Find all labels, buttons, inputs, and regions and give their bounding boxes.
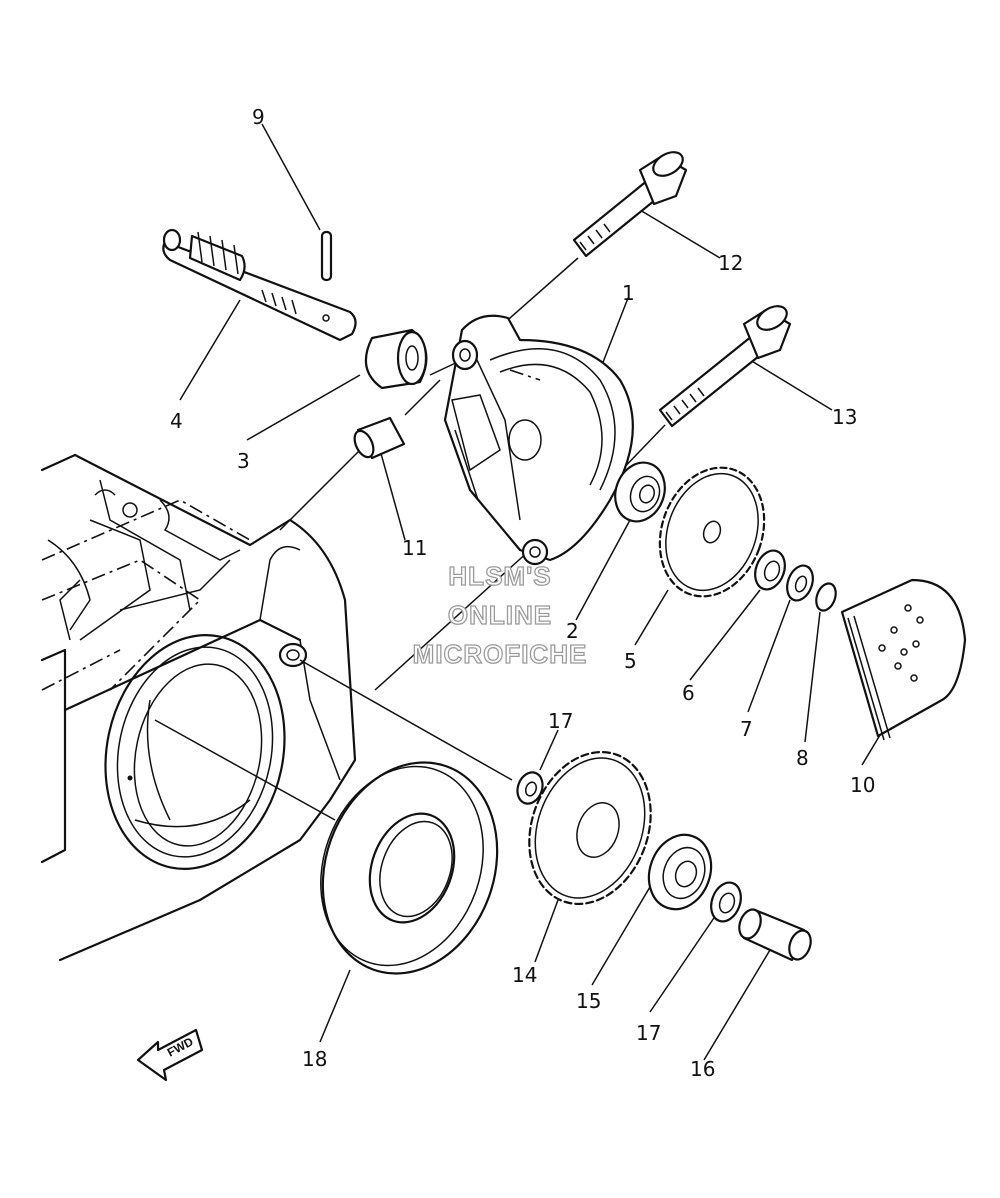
part-1-housing bbox=[443, 314, 634, 566]
watermark-line-1: HLSM'S bbox=[448, 561, 551, 591]
part-6-bearing bbox=[754, 549, 786, 591]
part-15-bearing bbox=[647, 833, 713, 911]
crankcase bbox=[40, 453, 357, 962]
callout-8: 8 bbox=[796, 746, 809, 770]
callout-9: 9 bbox=[252, 105, 265, 129]
watermark-line-2: ONLINE bbox=[448, 600, 552, 630]
callout-5: 5 bbox=[624, 649, 637, 673]
callout-7: 7 bbox=[740, 717, 753, 741]
part-18-seal bbox=[320, 761, 499, 975]
callout-6: 6 bbox=[682, 681, 695, 705]
callout-17-bottom: 17 bbox=[636, 1021, 661, 1045]
callout-16: 16 bbox=[690, 1057, 715, 1081]
watermark: HLSM'S ONLINE MICROFICHE bbox=[412, 560, 588, 669]
part-9-pin bbox=[320, 230, 333, 282]
part-4-shaft bbox=[162, 228, 357, 342]
part-17-washer-bottom bbox=[710, 881, 742, 923]
part-14-gear bbox=[528, 750, 652, 906]
callout-4: 4 bbox=[170, 409, 183, 433]
fwd-arrow-icon: FWD bbox=[136, 1028, 204, 1082]
callout-2: 2 bbox=[566, 619, 579, 643]
callout-12: 12 bbox=[718, 251, 743, 275]
part-17-washer-top bbox=[516, 771, 544, 805]
callout-11: 11 bbox=[402, 536, 427, 560]
part-8-circlip bbox=[815, 582, 837, 612]
part-13-bolt bbox=[658, 305, 792, 428]
callout-3: 3 bbox=[237, 449, 250, 473]
callout-10: 10 bbox=[850, 773, 875, 797]
part-7-washer bbox=[786, 564, 814, 602]
part-11-dowel bbox=[353, 416, 406, 460]
callout-18: 18 bbox=[302, 1047, 327, 1071]
callout-labels: 9 4 3 11 12 1 13 2 5 6 7 8 10 17 14 15 1… bbox=[170, 105, 875, 1081]
watermark-line-3: MICROFICHE bbox=[413, 639, 588, 669]
part-12-bolt bbox=[572, 151, 688, 258]
callout-13: 13 bbox=[832, 405, 857, 429]
part-10-plate bbox=[840, 578, 967, 741]
part-5-sprocket bbox=[658, 466, 766, 598]
callout-15: 15 bbox=[576, 989, 601, 1013]
callout-17-top: 17 bbox=[548, 709, 573, 733]
part-2-bearing bbox=[614, 461, 666, 523]
part-16-pin bbox=[738, 908, 812, 962]
part-3-collar bbox=[364, 328, 428, 390]
callout-14: 14 bbox=[512, 963, 537, 987]
callout-1: 1 bbox=[622, 281, 635, 305]
